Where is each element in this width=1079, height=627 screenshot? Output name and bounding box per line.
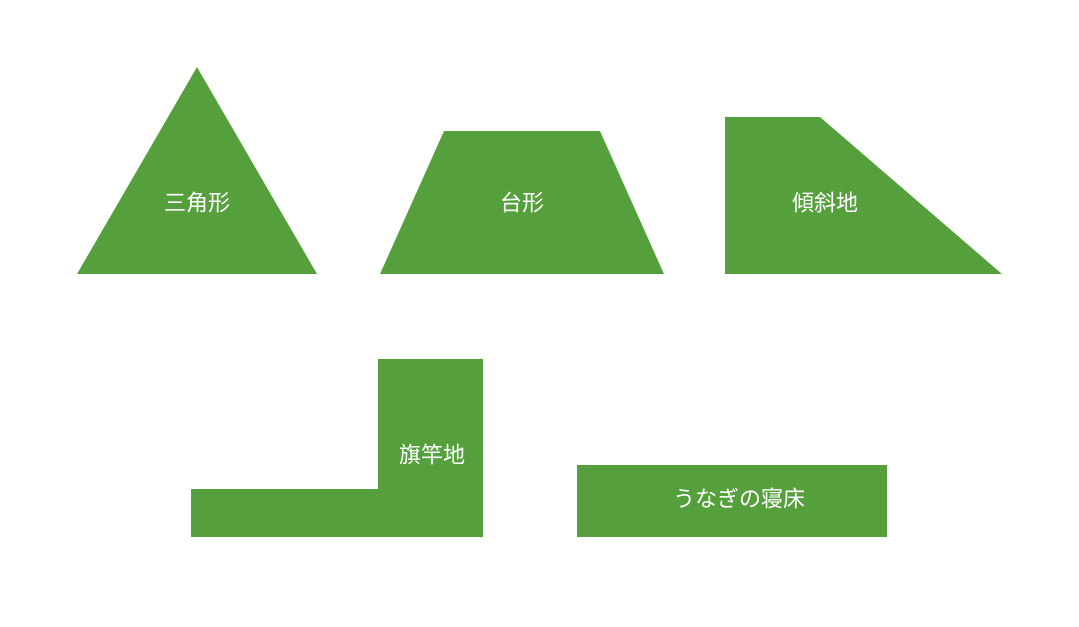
triangle-lot: 三角形 bbox=[77, 67, 317, 274]
flag-lot: 旗竿地 bbox=[191, 359, 483, 537]
triangle-shape bbox=[77, 67, 317, 274]
triangle-label: 三角形 bbox=[164, 192, 230, 217]
eel-bed-lot: うなぎの寝床 bbox=[577, 465, 887, 537]
trapezoid-lot: 台形 bbox=[380, 131, 664, 274]
trapezoid-shape bbox=[380, 131, 664, 274]
slope-shape bbox=[725, 117, 1002, 274]
eel-bed-shape bbox=[577, 465, 887, 537]
flag-lot-label: 旗竿地 bbox=[399, 444, 465, 469]
trapezoid-label: 台形 bbox=[500, 192, 544, 217]
slope-label: 傾斜地 bbox=[792, 192, 858, 217]
eel-bed-label: うなぎの寝床 bbox=[673, 488, 805, 513]
slope-lot: 傾斜地 bbox=[725, 117, 1002, 274]
flag-lot-shape bbox=[191, 359, 483, 537]
